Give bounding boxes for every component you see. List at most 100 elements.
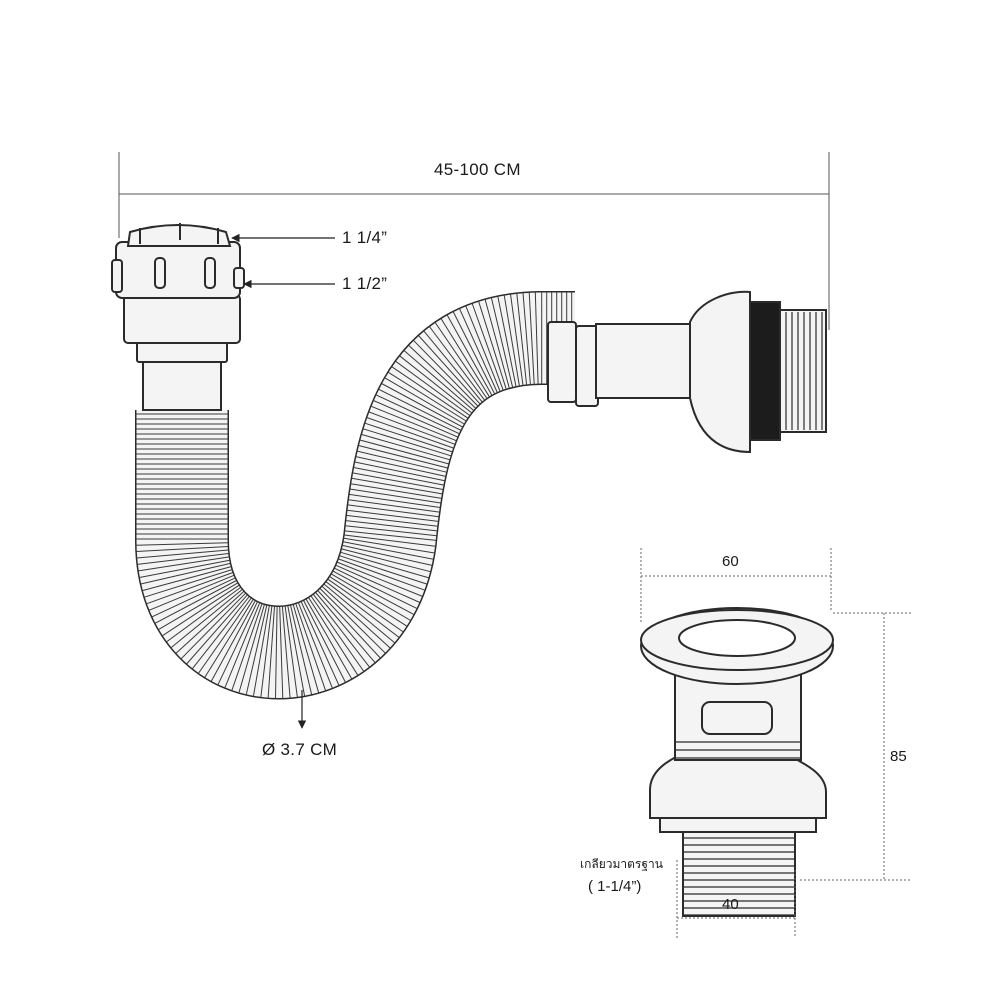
hose-rib	[516, 293, 528, 385]
hose-rib	[368, 411, 456, 445]
hose-rib	[347, 504, 439, 518]
drain-dimensions	[640, 548, 912, 938]
hose-rib	[210, 600, 256, 682]
hose-rib	[351, 477, 443, 495]
hose-rib	[344, 530, 437, 541]
hose-rib	[308, 597, 359, 676]
hose-rib	[349, 488, 441, 504]
hose-rib	[373, 400, 458, 438]
hose-rib	[478, 301, 507, 390]
hose-rib	[231, 603, 263, 691]
hose-rib	[245, 604, 268, 695]
hose-rib	[310, 595, 365, 672]
hose-rib	[490, 297, 514, 388]
hose-rib	[175, 591, 245, 654]
hose-rib	[315, 592, 376, 664]
hose-rib	[359, 439, 449, 465]
hose-rib	[349, 493, 441, 508]
right-fitting	[547, 290, 827, 454]
hose-rib	[197, 597, 252, 674]
hose-rib	[279, 606, 284, 699]
hose-rib	[335, 564, 421, 603]
hose-rib	[260, 606, 273, 698]
drain-height-label: 85	[890, 748, 907, 765]
hose-rib	[136, 542, 229, 546]
hose-rib	[338, 558, 426, 591]
hose-rib	[144, 569, 233, 598]
hose-rib	[339, 555, 428, 585]
hose-rib	[522, 292, 531, 385]
top-fitting	[111, 223, 245, 411]
hose-rib	[140, 562, 231, 585]
hose-rib	[497, 296, 517, 387]
hose-rib	[297, 602, 333, 689]
thread-size-top-label: 1 1/4”	[342, 228, 388, 247]
hose-rib	[446, 314, 493, 396]
hose-rib	[329, 576, 408, 627]
hose-rib	[327, 578, 404, 633]
hose-rib	[361, 433, 451, 461]
hose-rib	[381, 383, 463, 428]
hose-rib	[345, 525, 437, 537]
hose-rib	[295, 603, 327, 691]
hose-rib	[366, 417, 454, 449]
hose-rib	[399, 355, 473, 414]
hose-rib	[331, 573, 411, 621]
drain-width-label: 60	[722, 553, 739, 570]
hose-rib	[423, 330, 483, 403]
hose-rib	[336, 561, 423, 597]
thread-leaders	[231, 233, 335, 289]
hose-rib	[344, 534, 436, 547]
hose-rib	[305, 598, 353, 680]
hose-rib	[224, 602, 261, 689]
hose-rib	[355, 456, 446, 477]
hose-rib	[428, 326, 485, 401]
hose-rib	[343, 537, 435, 554]
hose-rib	[323, 583, 396, 644]
hose-rib	[303, 600, 346, 683]
hose-rib	[364, 422, 453, 453]
hose-rib	[350, 483, 442, 499]
hose-rib	[321, 586, 391, 649]
hose-rib	[139, 559, 230, 578]
hose-rib	[346, 514, 438, 527]
hose-rib	[300, 601, 340, 686]
hose-rib	[146, 572, 234, 605]
hose-rib	[353, 467, 444, 486]
hose-rib	[319, 588, 386, 654]
hose-rib	[403, 350, 475, 411]
hose-rib	[136, 549, 229, 559]
hose-rib	[341, 548, 431, 573]
hose-rib	[158, 582, 238, 631]
hose-rib	[413, 339, 479, 407]
hose-rib	[138, 556, 230, 572]
drain-thread-width-label: 40	[722, 896, 739, 913]
hose-rib	[378, 388, 462, 431]
hose-rib	[191, 596, 250, 670]
hose-rib	[267, 606, 275, 699]
hose-rib	[534, 292, 539, 385]
hose-rib	[252, 605, 270, 697]
hose-rib	[217, 601, 258, 686]
hose-rib	[148, 574, 235, 611]
hose-rib	[284, 606, 298, 698]
hose-rib	[343, 541, 434, 560]
hose-rib	[384, 377, 465, 425]
thread-standard-label: เกลียวมาตรฐาน	[580, 857, 663, 871]
hose-rib	[137, 553, 229, 565]
hose-rib	[352, 472, 444, 490]
thread-size-outer-label: 1 1/2”	[342, 274, 388, 293]
hose-rib	[275, 606, 278, 699]
hose-rib	[348, 499, 440, 513]
hose-rib	[354, 461, 445, 482]
hose-rib	[340, 551, 430, 579]
hose-rib	[510, 294, 524, 386]
hose-rib	[204, 599, 254, 678]
hose-rib	[434, 322, 488, 399]
overall-length-label: 45-100 CM	[434, 160, 521, 179]
hose-rib	[186, 594, 248, 665]
hose-rib	[136, 546, 229, 552]
hose-rib	[358, 445, 448, 469]
hose-rib	[503, 295, 520, 386]
